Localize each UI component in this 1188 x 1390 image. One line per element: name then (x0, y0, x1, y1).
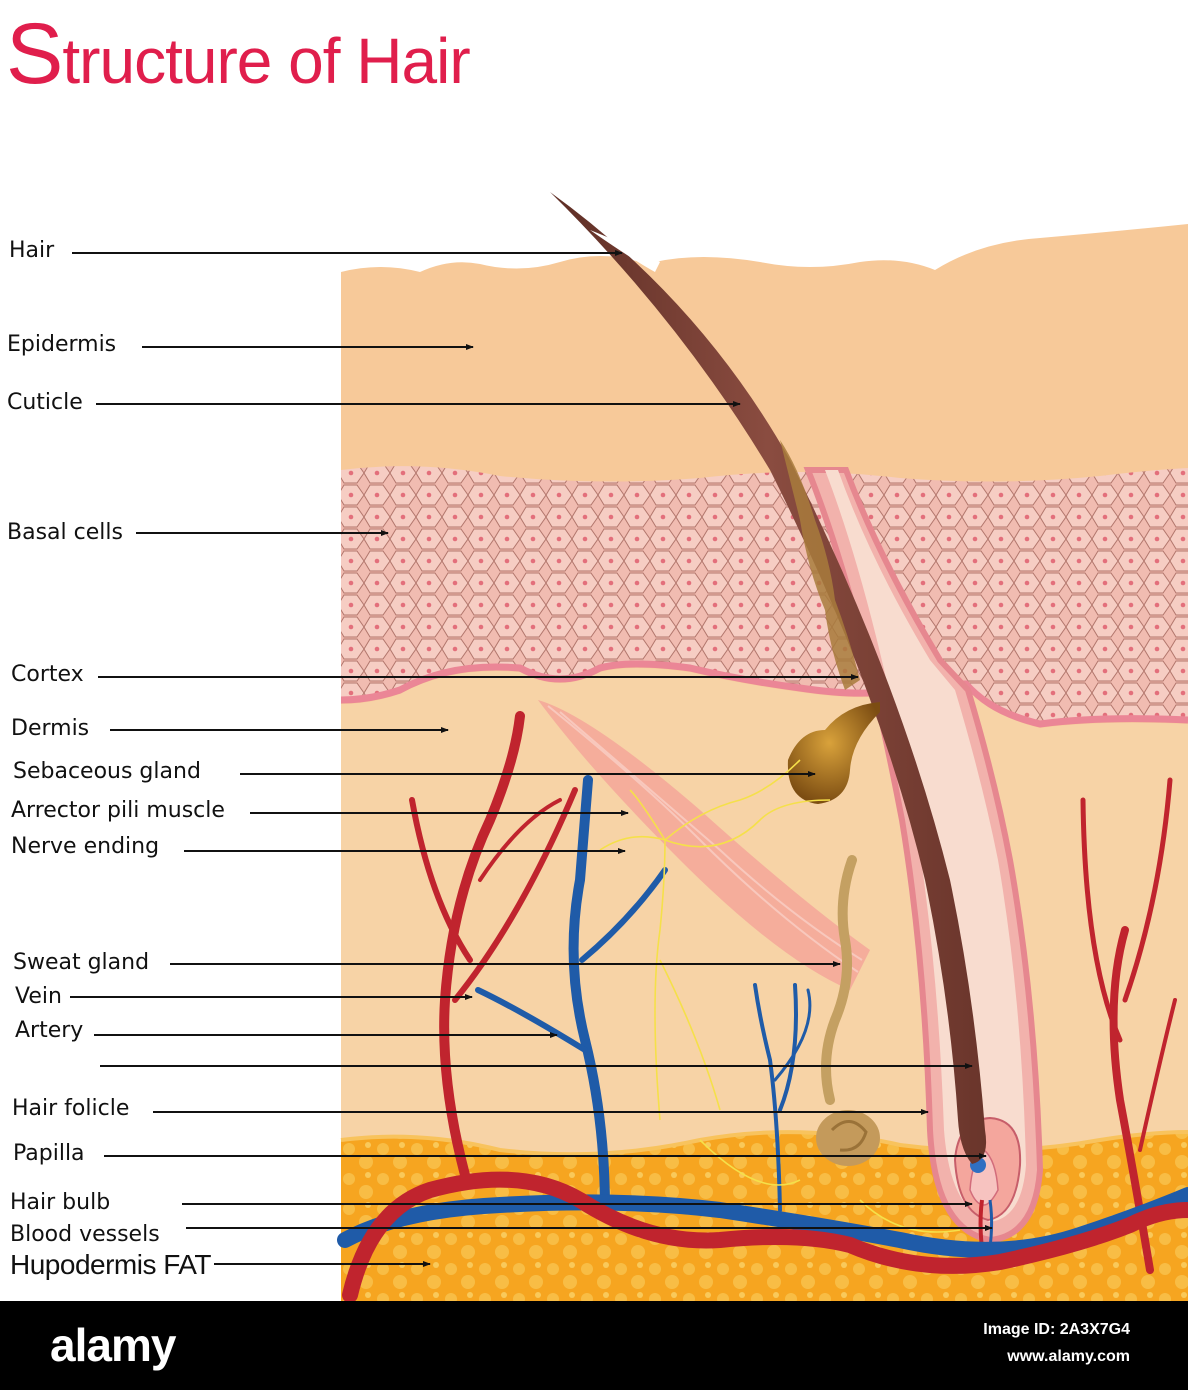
label-nerve-ending: Nerve ending (11, 834, 160, 859)
label-hair: Hair (9, 238, 55, 263)
label-papilla: Papilla (13, 1141, 85, 1166)
basal-cell-layer (341, 466, 1188, 724)
cuticle-highlight (780, 440, 860, 690)
sebaceous-gland (787, 702, 880, 804)
label-pointers (70, 250, 993, 1267)
label-hair-folicle: Hair folicle (12, 1096, 130, 1121)
label-cuticle: Cuticle (7, 390, 83, 415)
blood-vessels (337, 1171, 1188, 1301)
label-hupodermis-fat: Hupodermis FAT (10, 1249, 212, 1280)
skin-layers (340, 224, 1188, 1301)
label-cortex: Cortex (11, 662, 84, 687)
hair-shaft (550, 192, 987, 1164)
title-rest: tructure of Hair (62, 25, 470, 97)
label-sebaceous-gland: Sebaceous gland (13, 759, 201, 784)
label-basal-cells: Basal cells (7, 520, 123, 545)
nerve-ending (599, 759, 961, 1233)
label-arrector-pili-muscle: Arrector pili muscle (11, 798, 225, 823)
sweat-gland (816, 855, 880, 1166)
label-hair-bulb: Hair bulb (10, 1190, 111, 1215)
label-artery: Artery (15, 1018, 84, 1043)
label-vein: Vein (15, 984, 62, 1009)
page-title: Structure of Hair (6, 11, 471, 101)
hair-structure-diagram (70, 192, 1188, 1301)
vein-network (475, 775, 812, 1215)
label-blood-vessels: Blood vessels (10, 1222, 160, 1247)
fat-border (340, 1130, 1188, 1157)
skin-cut-white (590, 230, 660, 272)
arrector-pili-muscle (538, 700, 870, 990)
alamy-logo: alamy (50, 1319, 176, 1371)
basal-membrane (340, 660, 1188, 728)
label-epidermis: Epidermis (7, 332, 117, 357)
watermark-footer (0, 1301, 1188, 1390)
label-dermis: Dermis (11, 716, 90, 741)
blood-vessel-red (342, 1171, 1188, 1301)
image-id: Image ID: 2A3X7G4 (983, 1321, 1130, 1338)
title-first-letter: S (6, 6, 63, 102)
site-url: www.alamy.com (1007, 1348, 1130, 1365)
label-sweat-gland: Sweat gland (13, 950, 150, 975)
